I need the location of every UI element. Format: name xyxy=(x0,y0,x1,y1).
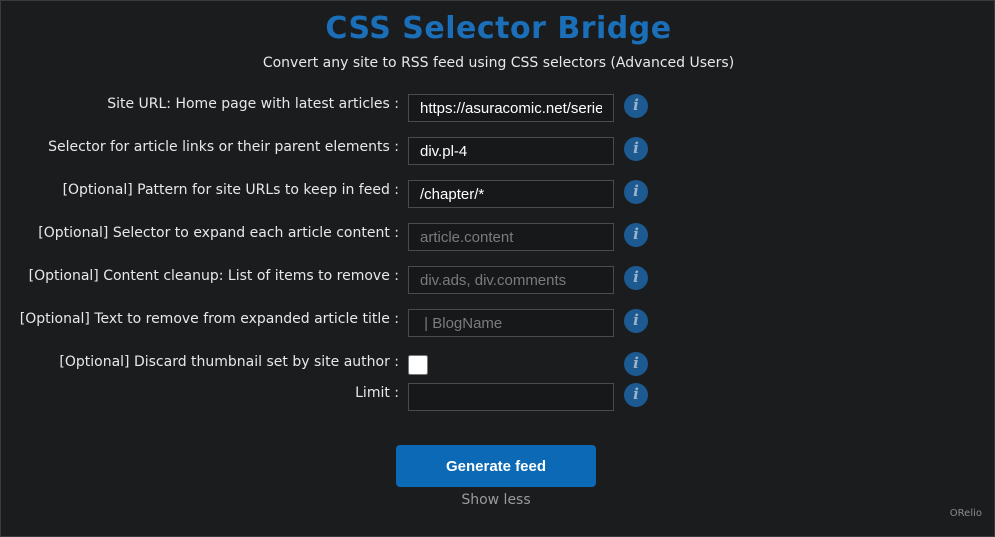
field-label: [Optional] Text to remove from expanded … xyxy=(19,311,399,327)
page-title: CSS Selector Bridge xyxy=(325,11,672,46)
info-icon[interactable]: i xyxy=(624,383,648,407)
discard-thumbnail-checkbox[interactable] xyxy=(408,355,428,375)
field-label: Selector for article links or their pare… xyxy=(48,139,399,155)
info-icon[interactable]: i xyxy=(624,180,648,204)
field-row-url-pattern: [Optional] Pattern for site URLs to keep… xyxy=(1,180,995,210)
field-row-cleanup: [Optional] Content cleanup: List of item… xyxy=(1,266,995,296)
info-icon[interactable]: i xyxy=(624,266,648,290)
field-row-limit: Limit : i xyxy=(1,383,995,413)
credit-text: ORelio xyxy=(949,508,982,519)
field-row-title-cleanup: [Optional] Text to remove from expanded … xyxy=(1,309,995,339)
site-url-input[interactable] xyxy=(408,94,614,122)
info-icon[interactable]: i xyxy=(624,309,648,333)
field-label: Limit : xyxy=(355,385,399,401)
article-selector-input[interactable] xyxy=(408,137,614,165)
expand-selector-input[interactable] xyxy=(408,223,614,251)
show-less-link[interactable]: Show less xyxy=(461,492,531,508)
limit-input[interactable] xyxy=(408,383,614,411)
field-row-selector: Selector for article links or their pare… xyxy=(1,137,995,167)
info-icon[interactable]: i xyxy=(624,223,648,247)
title-cleanup-input[interactable] xyxy=(408,309,614,337)
url-pattern-input[interactable] xyxy=(408,180,614,208)
field-row-expand-selector: [Optional] Selector to expand each artic… xyxy=(1,223,995,253)
field-label: [Optional] Selector to expand each artic… xyxy=(38,225,399,241)
cleanup-input[interactable] xyxy=(408,266,614,294)
generate-feed-button[interactable]: Generate feed xyxy=(396,445,596,487)
page-subtitle: Convert any site to RSS feed using CSS s… xyxy=(262,55,735,71)
info-icon[interactable]: i xyxy=(624,137,648,161)
field-label: [Optional] Content cleanup: List of item… xyxy=(28,268,399,284)
field-label: Site URL: Home page with latest articles… xyxy=(107,96,399,112)
field-label: [Optional] Discard thumbnail set by site… xyxy=(59,354,399,370)
field-label: [Optional] Pattern for site URLs to keep… xyxy=(62,182,399,198)
info-icon[interactable]: i xyxy=(624,352,648,376)
field-row-discard-thumbnail: [Optional] Discard thumbnail set by site… xyxy=(1,352,995,382)
info-icon[interactable]: i xyxy=(624,94,648,118)
field-row-site-url: Site URL: Home page with latest articles… xyxy=(1,94,995,124)
